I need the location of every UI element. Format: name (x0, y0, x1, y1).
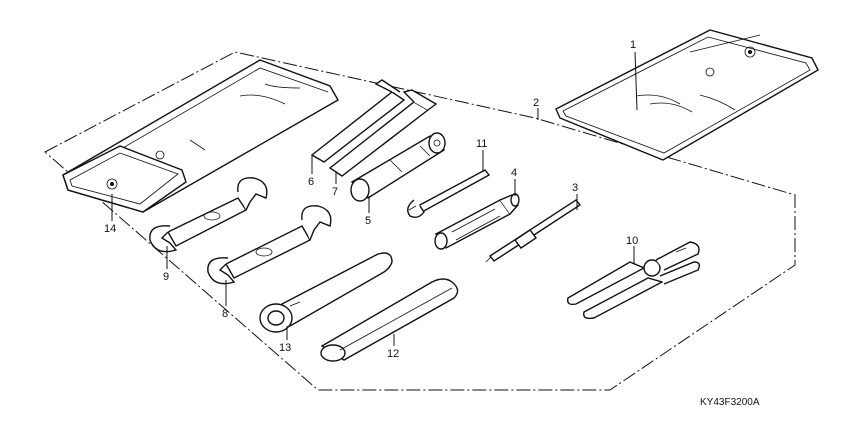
screwdriver-handle-icon (434, 193, 520, 250)
open-end-wrench-icon (149, 177, 268, 253)
callout-9: 9 (163, 271, 169, 283)
callout-4: 4 (511, 167, 517, 179)
callout-8: 8 (222, 308, 228, 320)
callout-12: 12 (387, 348, 399, 360)
callout-6: 6 (308, 176, 314, 188)
hex-key-icon (328, 89, 438, 177)
callout-3: 3 (572, 182, 578, 194)
tool-bag-flat-icon (555, 29, 819, 161)
ring-wrench-icon (259, 252, 393, 333)
callout-13: 13 (279, 342, 291, 354)
hex-key-icon (310, 79, 406, 163)
open-end-wrench-icon (207, 205, 332, 285)
screwdriver-bit-icon (485, 199, 582, 263)
tool-kit-boundary-icon (44, 51, 796, 391)
callout-2: 2 (533, 97, 539, 109)
leader-lines (111, 51, 638, 346)
pin-spanner-icon (407, 169, 491, 219)
callout-14: 14 (104, 223, 116, 235)
callout-10: 10 (626, 235, 638, 247)
callout-5: 5 (365, 215, 371, 227)
spark-plug-socket-icon (350, 132, 446, 202)
pliers-icon (566, 241, 701, 320)
drawing-code: KY43F3200A (700, 397, 760, 408)
extension-bar-icon (320, 278, 459, 362)
callout-7: 7 (332, 186, 338, 198)
tool-bag-folded-icon (62, 59, 339, 213)
callout-1: 1 (630, 39, 636, 51)
callout-11: 11 (476, 138, 487, 150)
